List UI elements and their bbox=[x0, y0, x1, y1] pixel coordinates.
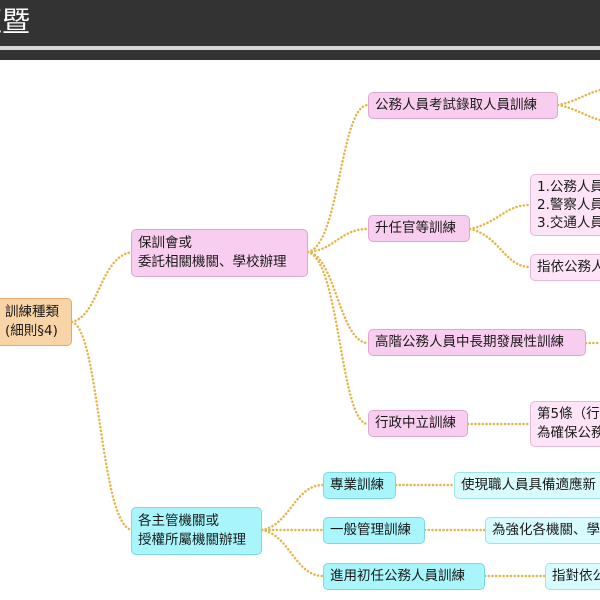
link-root-to-b2 bbox=[70, 320, 135, 532]
node-general-management-training-label: 一般管理訓練 bbox=[330, 522, 411, 538]
node-senior-development-training[interactable]: 高階公務人員中長期發展性訓練 bbox=[368, 329, 586, 356]
root-node-line2: (細則§4) bbox=[5, 323, 58, 339]
node-exam-recruit-training-label: 公務人員考試錄取人員訓練 bbox=[375, 97, 537, 113]
page-title: 遭暨 bbox=[0, 5, 31, 38]
link-b2-to-c1 bbox=[260, 483, 325, 532]
link-root-to-b1 bbox=[70, 250, 135, 324]
root-node-training-types[interactable]: 訓練種類 (細則§4) bbox=[0, 298, 72, 346]
node-neutrality-detail-line1: 第5條（行 bbox=[537, 406, 600, 422]
node-new-hire-training-label: 進用初任公務人員訓練 bbox=[330, 568, 465, 584]
node-promotion-training-label: 升任官等訓練 bbox=[375, 220, 456, 236]
link-b2-to-c3 bbox=[260, 528, 325, 578]
node-neutrality-detail[interactable]: 第5條（行 為確保公務 bbox=[530, 401, 600, 447]
node-general-management-detail-label: 為強化各機關、學 bbox=[492, 522, 600, 538]
node-promotion-training[interactable]: 升任官等訓練 bbox=[368, 215, 470, 242]
node-promotion-detail-list[interactable]: 1.公務人員 2.警察人員 3.交通人員 bbox=[530, 174, 600, 236]
link-c2-to-d2 bbox=[468, 227, 532, 269]
node-promotion-definition-label: 指依公務人 bbox=[537, 259, 600, 275]
node-promotion-detail-line1: 1.公務人員 bbox=[537, 179, 600, 195]
branch-node-agencies[interactable]: 各主管機關或 授權所屬機關辦理 bbox=[131, 507, 262, 555]
node-general-management-training[interactable]: 一般管理訓練 bbox=[323, 517, 425, 544]
link-c2-to-d1 bbox=[468, 203, 532, 231]
node-professional-training-label: 專業訓練 bbox=[330, 477, 384, 493]
node-promotion-detail-line3: 3.交通人員 bbox=[537, 215, 600, 231]
node-general-management-detail[interactable]: 為強化各機關、學 bbox=[485, 517, 600, 544]
branch-node-commission-line2: 委託相關機關、學校辦理 bbox=[138, 254, 287, 270]
node-neutrality-training[interactable]: 行政中立訓練 bbox=[368, 410, 468, 437]
branch-node-agencies-line2: 授權所屬機關辦理 bbox=[138, 532, 246, 548]
node-professional-detail-label: 使現職人員具備適應新 bbox=[461, 477, 596, 493]
title-bar: 遭暨 bbox=[0, 0, 600, 50]
link-b1-to-c2 bbox=[306, 227, 370, 254]
branch-node-commission[interactable]: 保訓會或 委託相關機關、學校辦理 bbox=[131, 229, 308, 277]
node-professional-detail[interactable]: 使現職人員具備適應新 bbox=[454, 472, 600, 499]
node-new-hire-training[interactable]: 進用初任公務人員訓練 bbox=[323, 563, 485, 590]
node-exam-recruit-training[interactable]: 公務人員考試錄取人員訓練 bbox=[368, 92, 558, 119]
root-node-line1: 訓練種類 bbox=[5, 304, 59, 320]
link-b1-to-c4 bbox=[306, 250, 370, 426]
node-new-hire-detail-label: 指對依公 bbox=[552, 568, 600, 584]
node-promotion-definition[interactable]: 指依公務人 bbox=[530, 254, 600, 281]
link-c1-out-2 bbox=[556, 103, 600, 122]
link-c1-out bbox=[556, 88, 600, 107]
node-neutrality-detail-line2: 為確保公務 bbox=[537, 425, 600, 441]
node-senior-development-training-label: 高階公務人員中長期發展性訓練 bbox=[375, 334, 564, 350]
branch-node-agencies-line1: 各主管機關或 bbox=[138, 513, 219, 529]
node-new-hire-detail[interactable]: 指對依公 bbox=[545, 563, 600, 590]
node-promotion-detail-line2: 2.警察人員 bbox=[537, 197, 600, 213]
node-professional-training[interactable]: 專業訓練 bbox=[323, 472, 396, 499]
branch-node-commission-line1: 保訓會或 bbox=[138, 235, 192, 251]
link-b1-to-c1 bbox=[306, 103, 370, 254]
node-neutrality-training-label: 行政中立訓練 bbox=[375, 415, 456, 431]
link-b1-to-c3 bbox=[306, 250, 370, 345]
header-band bbox=[0, 50, 600, 60]
